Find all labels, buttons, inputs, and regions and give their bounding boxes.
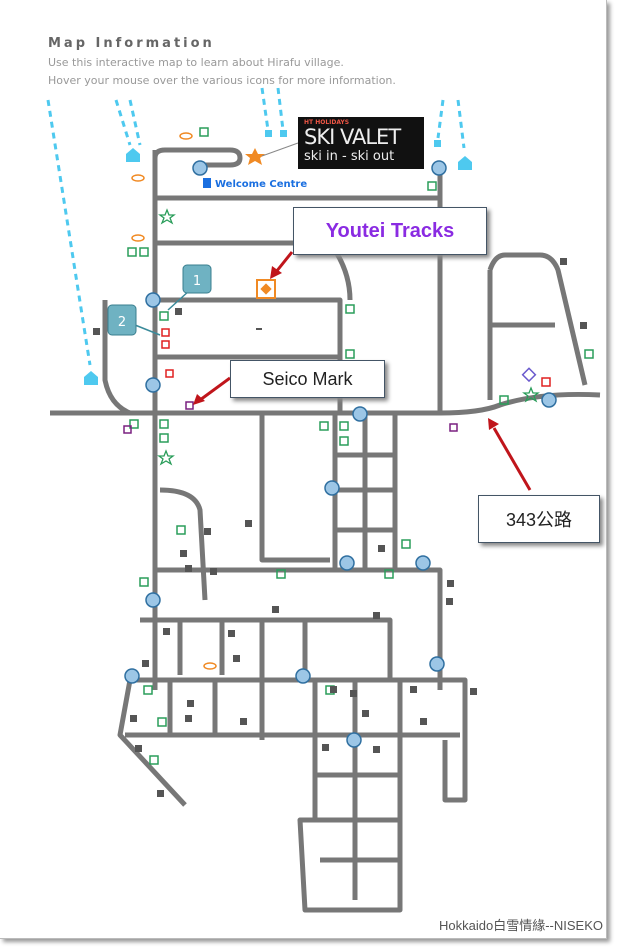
welcome-centre[interactable]: Welcome Centre	[203, 178, 307, 190]
purple-markers[interactable]	[123, 401, 458, 434]
bus-stops[interactable]	[124, 160, 557, 748]
logo-leader-line	[261, 142, 299, 157]
ski-lifts	[46, 87, 466, 366]
marker-2-label: 2	[118, 315, 126, 330]
page-title: Map Information	[48, 36, 215, 51]
logo-name: SKI VALET	[304, 125, 401, 149]
info-marker-1[interactable]: 1	[167, 264, 212, 311]
red-markers[interactable]	[161, 328, 551, 387]
accommodation-icons[interactable]	[127, 127, 594, 765]
ski-valet-star-icon[interactable]	[245, 148, 265, 165]
onsen-icons[interactable]	[131, 132, 217, 670]
shop-icons[interactable]	[93, 258, 587, 797]
diamond-icon	[260, 283, 272, 295]
lift-stations[interactable]	[84, 130, 472, 385]
callout-route-343: 343公路	[478, 495, 600, 543]
callout-seico-mark: Seico Mark	[230, 360, 385, 398]
welcome-centre-icon	[203, 178, 211, 188]
intro-line-2: Hover your mouse over the various icons …	[48, 74, 396, 87]
watermark-caption: Hokkaido白雪情緣--NISEKO	[439, 918, 603, 933]
marker-1-label: 1	[193, 274, 201, 289]
callout-arrows	[193, 251, 532, 491]
callout-youtei-tracks: Youtei Tracks	[293, 207, 487, 255]
ski-valet-logo[interactable]: HT HOLIDAYS SKI VALET ski in - ski out	[298, 117, 424, 169]
logo-brand: HT HOLIDAYS	[304, 119, 350, 126]
intro-line-1: Use this interactive map to learn about …	[48, 56, 344, 69]
logo-tagline: ski in - ski out	[304, 149, 395, 164]
blue-diamond-icon[interactable]	[521, 367, 537, 383]
star-icons[interactable]	[157, 208, 540, 466]
welcome-centre-label: Welcome Centre	[215, 179, 308, 190]
info-marker-2[interactable]: 2	[107, 304, 161, 336]
